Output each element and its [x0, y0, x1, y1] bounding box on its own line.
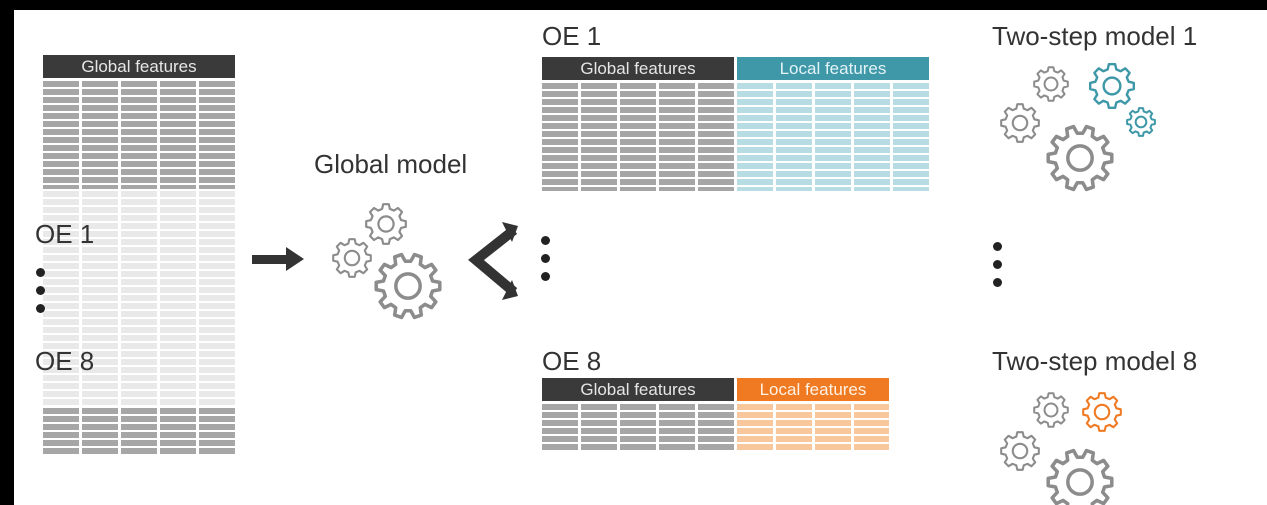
oe1-global-features-header: Global features [542, 57, 734, 80]
two-step-model-1-gears-icon [1000, 62, 1156, 192]
left-oe1-label: OE 1 [35, 219, 95, 249]
left-global-features-header: Global features [43, 55, 235, 78]
right-ellipsis-dots [993, 242, 1002, 296]
two-step-model-1-label: Two-step model 1 [992, 21, 1198, 51]
oe1-table-title: OE 1 [542, 21, 602, 51]
gear-icon [1046, 124, 1114, 192]
middle-ellipsis-dots [541, 236, 550, 290]
gear-icon [1033, 392, 1069, 428]
orange-gear-icon [1082, 392, 1122, 432]
oe8-local-features-header: Local features [737, 378, 889, 401]
teal-gear-icon [1126, 107, 1156, 137]
gear-icon [1033, 66, 1069, 102]
oe8-table-title: OE 8 [542, 346, 602, 376]
left-table-top-rows [43, 81, 235, 189]
oe8-local-features-rows [737, 404, 889, 450]
left-table-bottom-rows [43, 408, 235, 456]
oe8-global-features-header: Global features [542, 378, 734, 401]
gear-icon [1046, 448, 1114, 505]
oe8-global-features-rows [542, 404, 734, 450]
two-step-model-8-label: Two-step model 8 [992, 346, 1198, 376]
gear-icon [365, 203, 407, 245]
global-model-gears-icon [332, 203, 442, 320]
oe1-global-features-rows [542, 83, 734, 191]
arrow-to-global-model [252, 247, 304, 271]
gear-icon [374, 252, 442, 320]
left-table-middle-rows [43, 191, 235, 405]
teal-gear-icon [1088, 62, 1136, 110]
left-oe8-label: OE 8 [35, 346, 95, 376]
gear-icon [332, 238, 372, 278]
gear-icon [1000, 103, 1040, 143]
left-ellipsis-dots [36, 268, 45, 322]
two-step-model-8-gears-icon [1000, 392, 1122, 505]
branch-arrows [468, 222, 518, 300]
oe1-local-features-header: Local features [737, 57, 929, 80]
oe1-local-features-rows [737, 83, 929, 191]
gear-icon [1000, 431, 1040, 471]
two-step-model-diagram: Global features OE 1 OE 8 Global model O… [14, 10, 1267, 505]
global-model-label: Global model [314, 149, 468, 179]
